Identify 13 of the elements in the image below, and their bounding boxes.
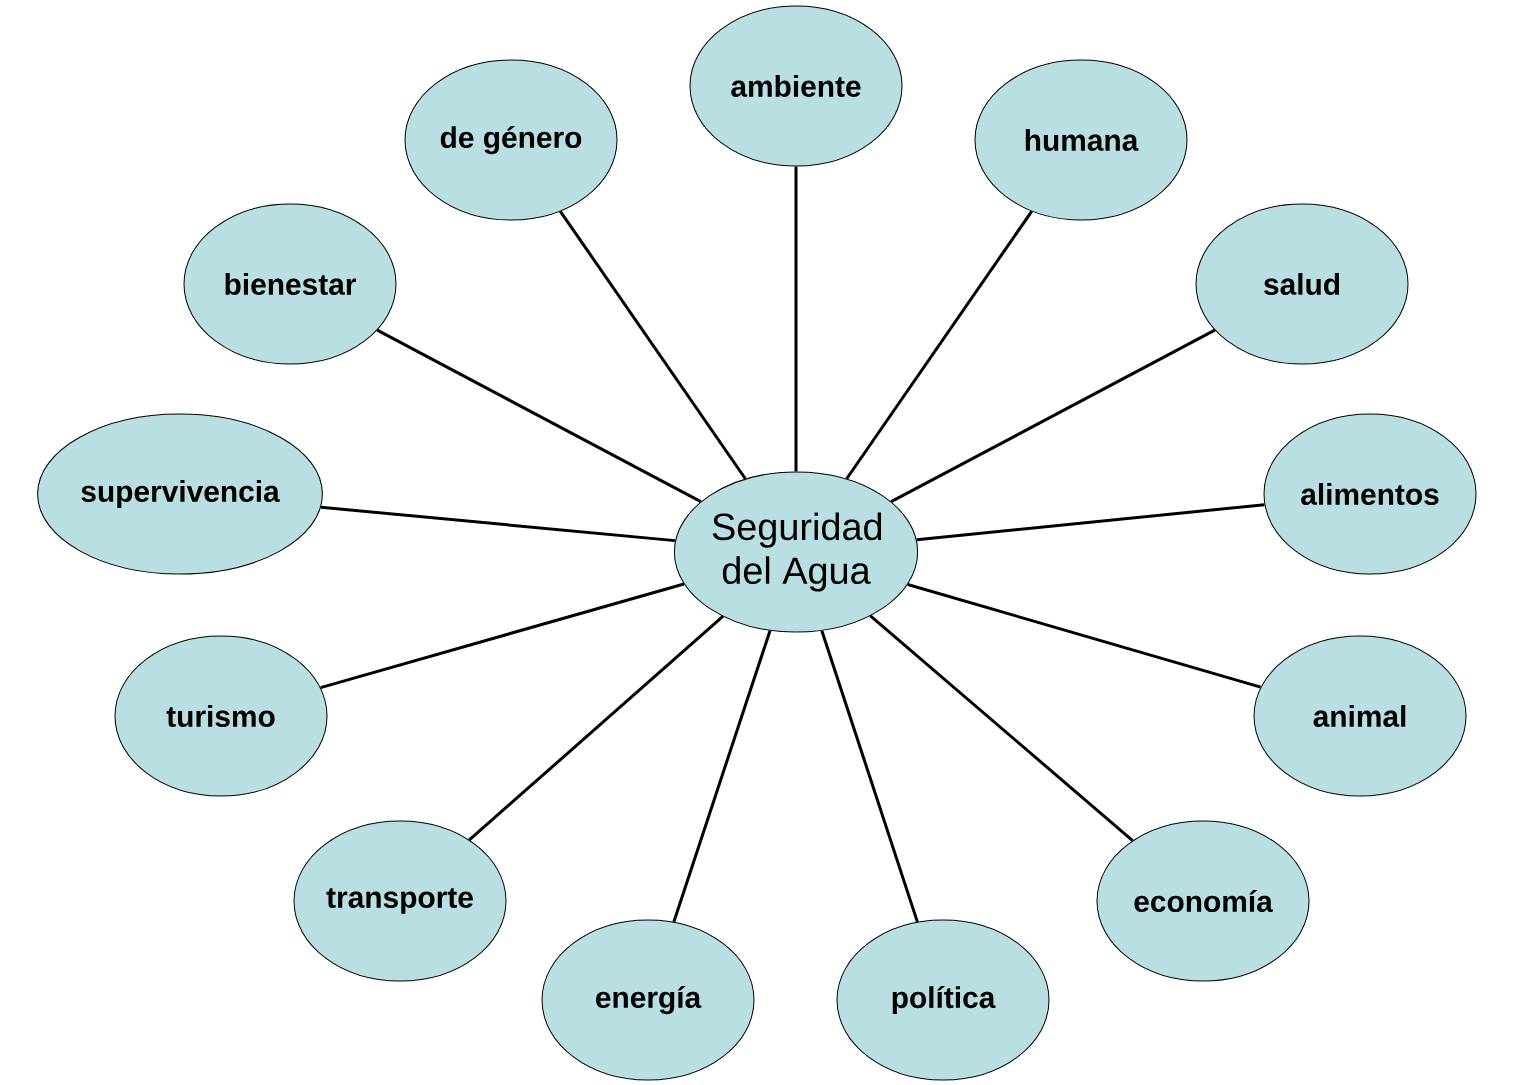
connector-line [559,210,747,480]
connector-line [869,614,1134,842]
connector-line [320,505,676,543]
connector-line [376,328,702,503]
connector-line [468,615,724,842]
connector-line [794,166,798,472]
connector-line [907,583,1262,689]
connector-line [320,582,685,690]
connector-line [672,630,772,923]
connector-line [820,630,919,923]
connector-line [916,503,1265,542]
connector-line [845,210,1033,480]
connector-line [890,328,1216,503]
